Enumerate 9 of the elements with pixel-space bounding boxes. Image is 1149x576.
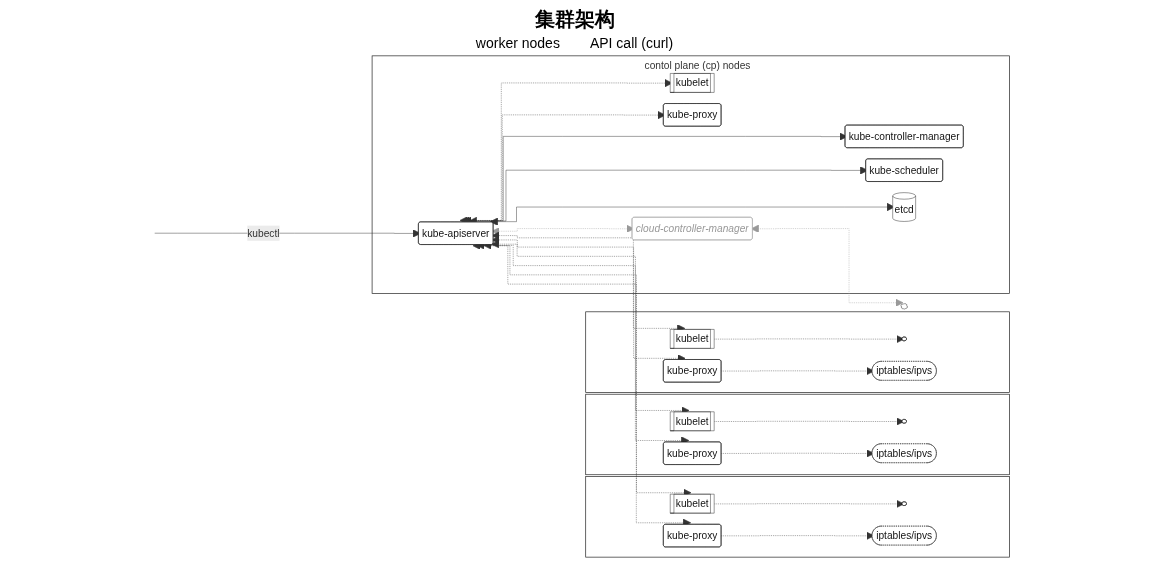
note-text: API call (curl): [589, 35, 674, 51]
cluster: [585, 310, 1010, 393]
cluster: [585, 393, 1010, 475]
note-text: worker nodes: [475, 35, 560, 51]
diagram-title: 集群架构: [533, 7, 616, 32]
architecture-diagram: contol plane (cp) nodes kubectl kube-controller-manager kube-scheduler kube-apiserver etcd kubelet kube-proxy cloud-controller-manager kubelet kube-proxy iptables/ipvs kubelet kube-proxy iptables/ipvs kubelet kube-proxy iptables/ipvs: [137, 53, 1012, 559]
cluster: [585, 475, 1010, 557]
cluster: [371, 55, 1010, 294]
node-cloud: [900, 302, 908, 309]
